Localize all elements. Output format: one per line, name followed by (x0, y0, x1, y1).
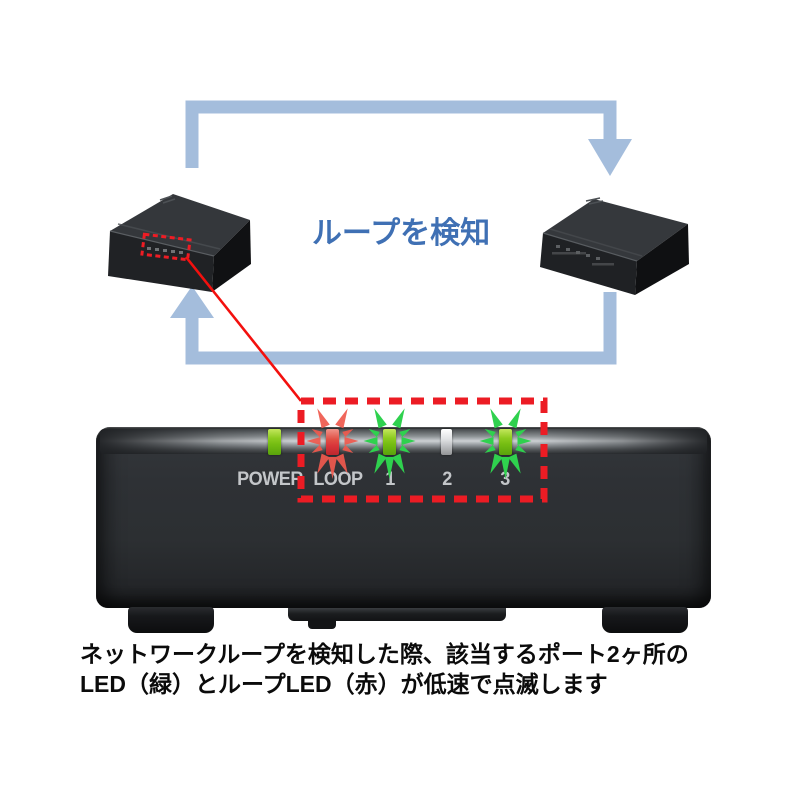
blink-rays-loop (306, 408, 359, 479)
led-label-loop: LOOP (313, 469, 363, 490)
switch-foot-left (128, 607, 214, 633)
switch-bottom-notch (308, 620, 336, 629)
magnifier-leader-line (184, 256, 303, 402)
switch-front-panel: POWER LOOP 1 2 3 (96, 427, 711, 608)
switch-foot-right (602, 607, 688, 633)
hub-right-vent-marks (585, 197, 604, 205)
hub-left-panel-marks (147, 247, 183, 254)
blink-rays-port3 (479, 408, 532, 479)
led-area-highlight-box (297, 397, 548, 503)
led-label-port1: 1 (385, 469, 395, 490)
loop-arrow-top (185, 100, 632, 176)
led-port3 (499, 429, 512, 455)
blink-rays-port1 (363, 408, 416, 479)
switch-bottom-rail (288, 608, 506, 621)
led-port1 (383, 429, 396, 455)
loop-arrow-bottom (170, 286, 617, 365)
led-loop (326, 429, 339, 455)
footnote-text: ネットワークループを検知した際、該当するポート2ヶ所の LED（緑）とループLE… (80, 639, 689, 699)
led-power (268, 429, 281, 455)
led-area-callout-small (140, 232, 192, 262)
led-label-power: POWER (237, 469, 303, 490)
hub-device-right (540, 197, 689, 295)
led-port2 (441, 429, 452, 455)
led-label-port3: 3 (500, 469, 510, 490)
hub-left-vent-marks (159, 195, 176, 204)
footnote-line1: ネットワークループを検知した際、該当するポート2ヶ所の (80, 641, 689, 667)
led-label-port2: 2 (442, 469, 452, 490)
loop-detected-caption: ループを検知 (311, 217, 491, 250)
hub-right-panel-marks (552, 245, 614, 266)
footnote-line2: LED（緑）とループLED（赤）が低速で点滅します (80, 671, 608, 697)
hub-device-left (108, 194, 251, 292)
